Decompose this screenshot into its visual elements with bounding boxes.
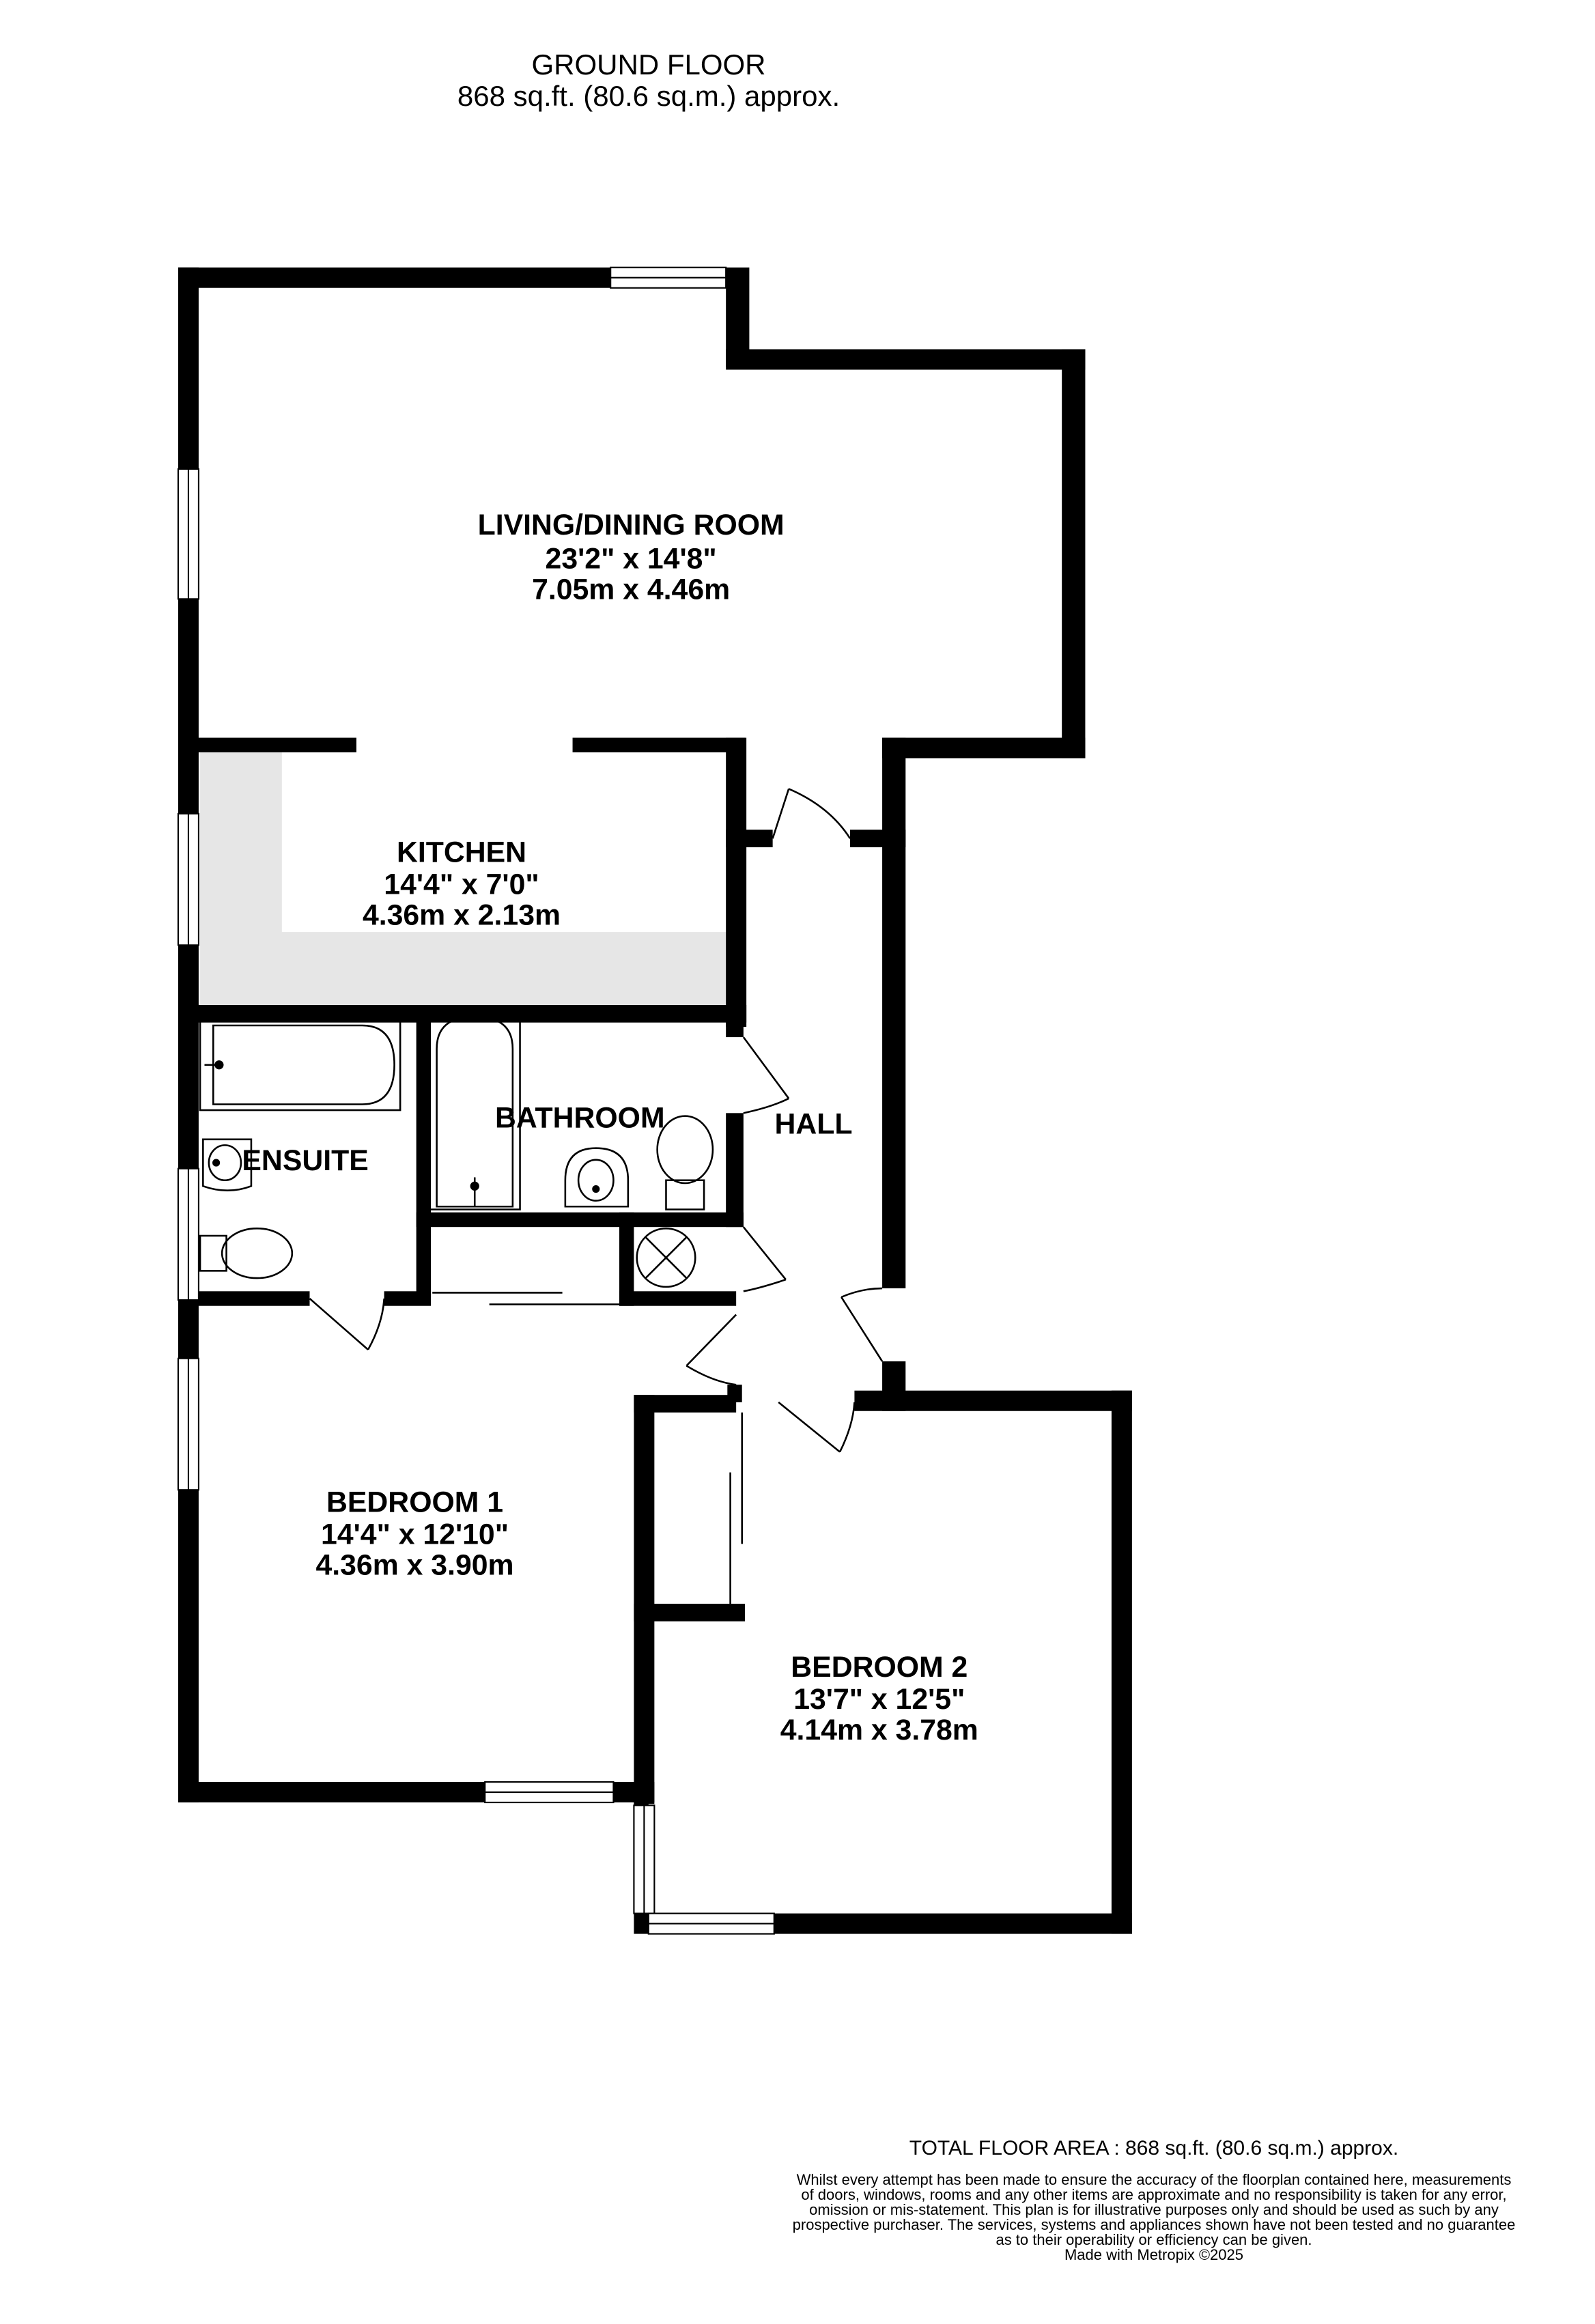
- disclaimer-line: as to their operability or efficiency ca…: [996, 2231, 1312, 2248]
- bedroom2-metric: 4.14m x 3.78m: [780, 1714, 978, 1746]
- ensuite-basin: [202, 1138, 253, 1191]
- living-room-metric: 7.05m x 4.46m: [532, 573, 730, 606]
- hall-name: HALL: [775, 1107, 853, 1140]
- disclaimer-line: of doors, windows, rooms and any other i…: [801, 2186, 1507, 2203]
- windows: [177, 266, 775, 1935]
- disclaimer: Whilst every attempt has been made to en…: [731, 2172, 1577, 2263]
- walls: [178, 267, 1132, 1934]
- total-floor-area: TOTAL FLOOR AREA : 868 sq.ft. (80.6 sq.m…: [909, 2137, 1399, 2159]
- disclaimer-line: omission or mis-statement. This plan is …: [809, 2201, 1499, 2218]
- floor-name: GROUND FLOOR: [531, 48, 766, 81]
- bedroom1-imperial: 14'4" x 12'10": [321, 1518, 509, 1550]
- bedroom2-name: BEDROOM 2: [791, 1651, 968, 1684]
- cupboard-boiler-icon: [636, 1228, 696, 1288]
- bedroom1-metric: 4.36m x 3.90m: [315, 1548, 513, 1581]
- kitchen-worktops: [200, 750, 733, 1006]
- bathroom-wc: [656, 1115, 714, 1210]
- doors: [309, 788, 884, 1604]
- bedroom2-imperial: 13'7" x 12'5": [793, 1683, 965, 1716]
- kitchen-metric: 4.36m x 2.13m: [363, 898, 561, 931]
- bathroom-basin: [564, 1147, 630, 1208]
- metropix-credit: Made with Metropix ©2025: [1064, 2246, 1243, 2263]
- kitchen-name: KITCHEN: [397, 836, 526, 868]
- ensuite-bath: [199, 1019, 401, 1111]
- ensuite-wc: [199, 1228, 294, 1279]
- kitchen-imperial: 14'4" x 7'0": [384, 868, 539, 901]
- disclaimer-line: prospective purchaser. The services, sys…: [792, 2216, 1516, 2233]
- ensuite-name: ENSUITE: [242, 1144, 368, 1177]
- disclaimer-line: Whilst every attempt has been made to en…: [796, 2171, 1512, 2188]
- living-room-imperial: 23'2" x 14'8": [546, 542, 717, 575]
- floor-area: 868 sq.ft. (80.6 sq.m.) approx.: [457, 80, 841, 112]
- bathroom-bath: [428, 1008, 521, 1210]
- living-room-name: LIVING/DINING ROOM: [478, 509, 785, 541]
- bedroom1-name: BEDROOM 1: [326, 1486, 503, 1518]
- bathroom-name: BATHROOM: [495, 1102, 665, 1135]
